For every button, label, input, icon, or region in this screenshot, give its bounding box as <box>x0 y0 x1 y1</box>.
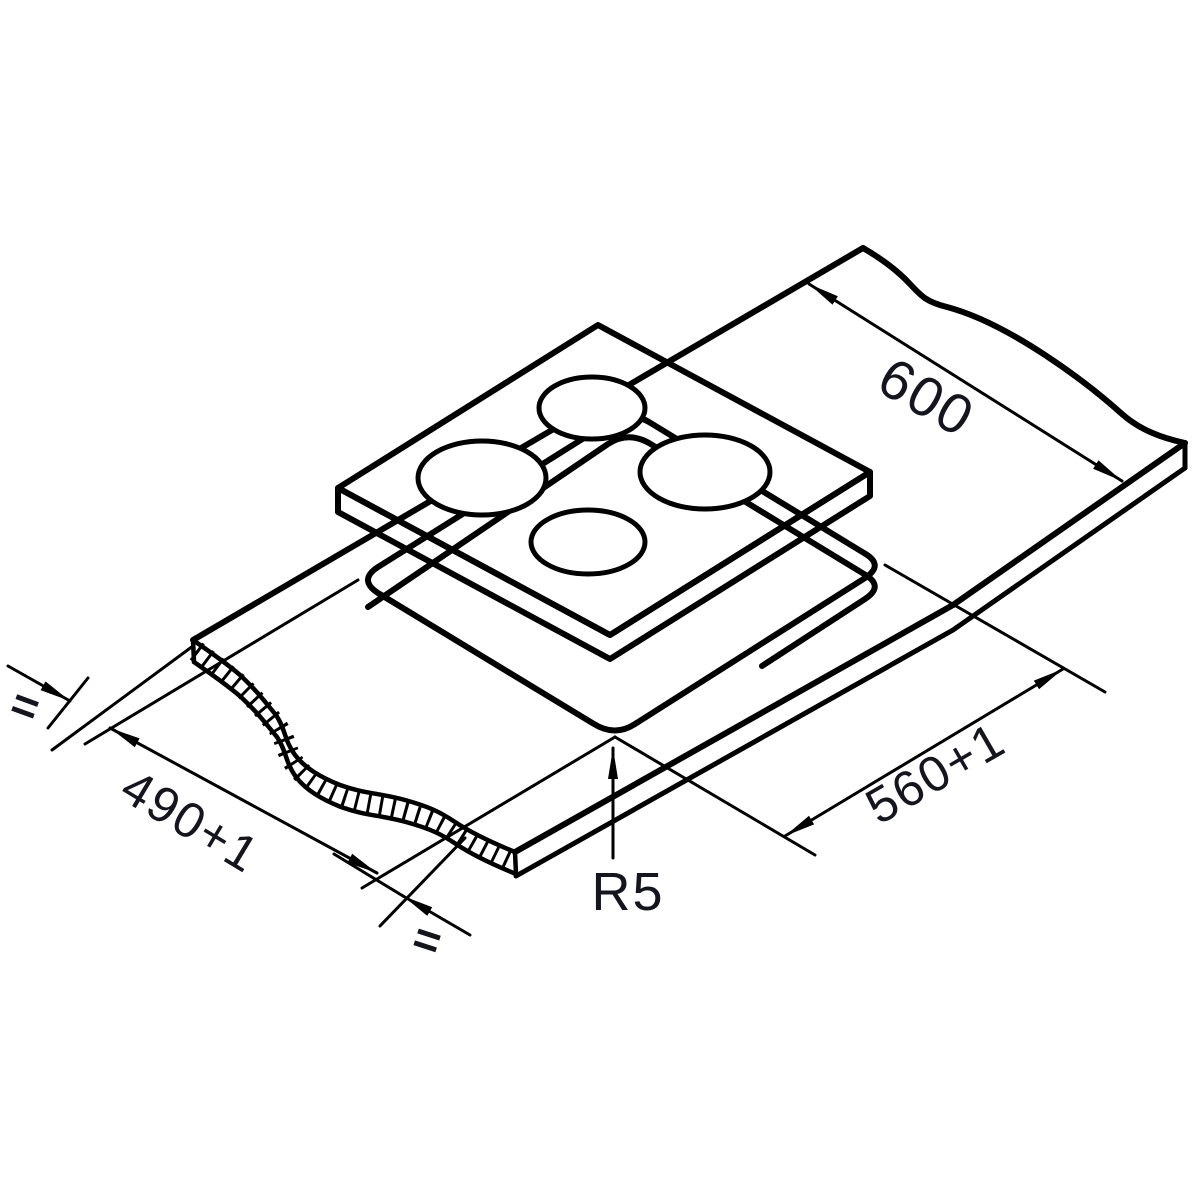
worktop-right-edge <box>950 440 1188 608</box>
equal-left-reference-line <box>50 644 195 752</box>
dimension-490-line <box>108 726 379 875</box>
dimension-560-line <box>783 667 1065 838</box>
worktop-front-edge-bottom <box>513 627 956 879</box>
dimension-490-extension-right <box>360 735 617 890</box>
dimension-490-label: 490+1 <box>112 758 270 883</box>
cooktop <box>335 322 873 662</box>
dimension-560-extension-left <box>613 735 817 857</box>
hatch-strokes <box>189 642 515 872</box>
burner-front <box>528 507 648 577</box>
equal-left-arrow-line <box>6 664 72 703</box>
dimension-600-label: 600 <box>868 345 986 449</box>
cooktop-top-surface <box>335 322 873 638</box>
equal-marker-bottom: = <box>332 836 472 969</box>
worktop-back-edge <box>190 245 866 643</box>
radius-r5-label: R5 <box>591 862 664 922</box>
radius-callout-r5: R5 <box>591 746 664 922</box>
equal-left-tick <box>46 676 90 730</box>
burner-left <box>415 438 549 518</box>
worktop-right-edge-bottom <box>950 465 1188 633</box>
burner-back <box>536 374 648 442</box>
worktop-front-edge <box>512 602 956 855</box>
equal-bottom-tick <box>378 836 467 928</box>
dimension-560-extension-right <box>883 563 1107 694</box>
equal-bottom-arrow-tail <box>332 852 405 898</box>
equal-left-symbol: = <box>4 677 49 736</box>
dimension-600-line <box>807 282 1124 483</box>
burner-right <box>637 432 773 512</box>
dimension-560-label: 560+1 <box>856 711 1014 835</box>
cutout-inner-wall-edge <box>365 434 878 669</box>
equal-bottom-arrow-line <box>401 894 472 937</box>
equal-bottom-symbol: = <box>407 911 451 969</box>
hatch-band-left-cap <box>190 637 197 665</box>
dimension-490-extension-left <box>83 578 360 746</box>
hatch-band-right-cap <box>512 849 519 877</box>
